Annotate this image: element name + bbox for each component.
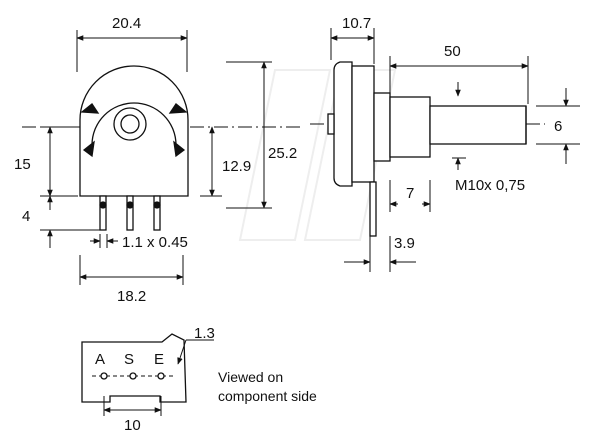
note-line-1: Viewed on [218, 369, 283, 385]
front-view [22, 65, 300, 231]
side-labels: 10.7 50 6 M10x 0,75 7 3.9 [342, 15, 562, 252]
dim-tab-offset: 3.9 [394, 235, 415, 252]
dim-pin-length: 4 [22, 208, 30, 225]
pin-1 [99, 195, 107, 231]
pin-label-a: A [95, 351, 105, 368]
note-line-2: component side [218, 388, 317, 404]
thread-body [389, 96, 431, 158]
lug-bottom-right [173, 140, 186, 158]
dim-shaft-diameter: 6 [554, 118, 562, 135]
side-housing [333, 61, 353, 187]
pin-3 [153, 195, 161, 231]
shaft [429, 105, 527, 145]
shaft-hole [120, 114, 140, 134]
pin-layout-outline [81, 333, 187, 403]
pin-layout-dimensions [103, 339, 214, 416]
pin-label-e: E [154, 351, 164, 368]
pin-hole-e [157, 372, 165, 380]
pin-layout [81, 333, 187, 403]
pin-label-s: S [124, 351, 134, 368]
dim-axis-bottom: 12.9 [222, 158, 251, 175]
dim-body-depth: 10.7 [342, 15, 371, 32]
pin-2 [126, 195, 134, 231]
pin-hole-a [100, 372, 108, 380]
dim-pin-span: 18.2 [117, 288, 146, 305]
dim-total-height: 25.2 [268, 145, 297, 162]
lug-left [80, 103, 100, 114]
side-dimensions [330, 28, 580, 272]
dim-thread: M10x 0,75 [455, 177, 525, 194]
dim-shaft-length: 50 [444, 43, 461, 60]
pin-hole-s [129, 372, 137, 380]
dim-thread-length: 7 [406, 185, 414, 202]
shaft-bushing [113, 107, 147, 141]
side-bushing-stub [327, 113, 335, 135]
front-dimensions [40, 30, 272, 285]
thread [373, 92, 391, 162]
side-cover [351, 65, 375, 183]
dim-corner: 1.3 [194, 325, 215, 342]
dim-pitch: 10 [124, 417, 141, 434]
dim-pin-size: 1.1 x 0.45 [122, 234, 188, 251]
lug-right [168, 103, 188, 114]
pot-inner-ring [91, 102, 177, 146]
front-labels: 20.4 15 4 1.1 x 0.45 18.2 12.9 25.2 [14, 15, 297, 305]
lug-bottom-left [82, 140, 95, 158]
pin-layout-labels: A S E 1.3 10 Viewed on component side [95, 325, 317, 434]
dim-axis-height: 15 [14, 156, 31, 173]
dim-width-top: 20.4 [112, 15, 141, 32]
side-view [310, 61, 545, 237]
mounting-tab [369, 181, 377, 237]
